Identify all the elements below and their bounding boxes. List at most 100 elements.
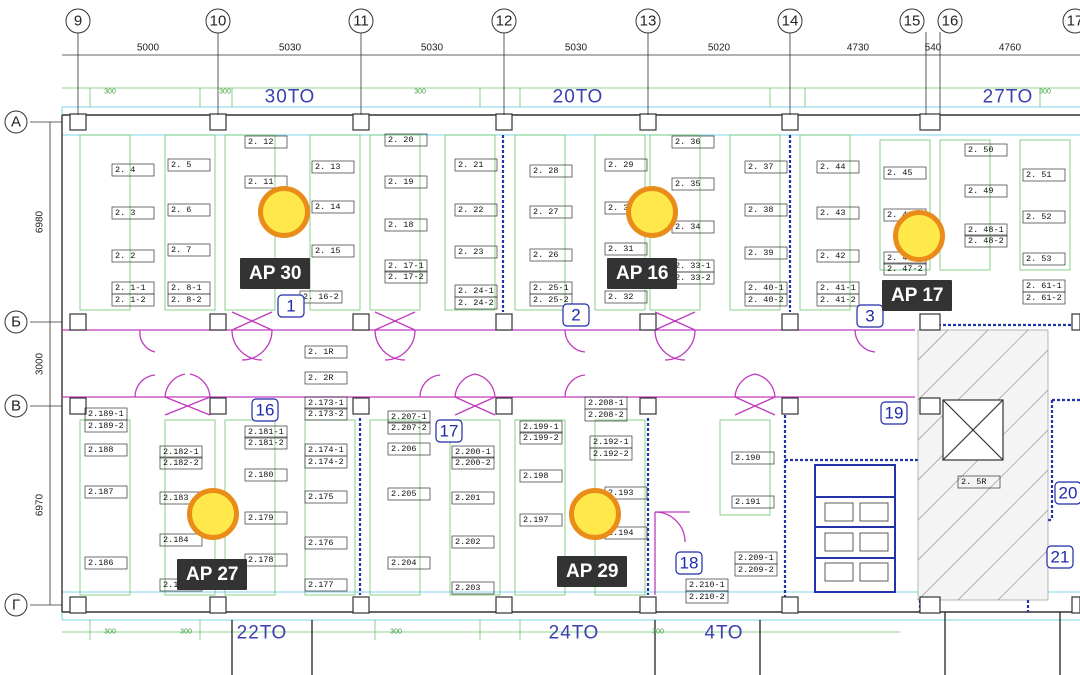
dimension-label: 6970 (35, 493, 46, 516)
offset-label: 300 (104, 629, 116, 636)
room-badge (435, 419, 463, 443)
port-box (731, 495, 775, 509)
zone-label: 4ТО (704, 623, 743, 644)
room-badge (856, 304, 884, 328)
room-number: 2 (571, 306, 580, 325)
port-label: 2.200-2 (455, 458, 491, 468)
axis-top-label: 12 (496, 13, 513, 30)
port-label: 2.174-2 (308, 457, 344, 467)
access-point-marker[interactable] (569, 488, 621, 540)
port-box (311, 200, 355, 214)
port-box (387, 442, 431, 456)
port-box (167, 243, 211, 257)
port-box (167, 203, 211, 217)
port-label: 2. 27 (533, 207, 559, 217)
port-box (159, 445, 203, 459)
access-point-marker[interactable] (893, 210, 945, 262)
port-box (111, 163, 155, 177)
port-box (304, 371, 348, 385)
dimension-label: 5030 (421, 43, 444, 54)
port-label: 2.203 (455, 583, 481, 593)
port-label: 2. 51 (1026, 170, 1052, 180)
axis-top-label: 14 (782, 13, 799, 30)
port-label: 2.209-2 (738, 565, 774, 575)
port-label: 2. 37 (748, 162, 774, 172)
port-label: 2.190 (735, 453, 761, 463)
zone-label: 27ТО (983, 87, 1034, 108)
port-box (519, 431, 563, 445)
port-box (311, 160, 355, 174)
port-label: 2. 47-2 (887, 264, 923, 274)
room-badge (880, 401, 908, 425)
port-box (816, 249, 860, 263)
port-box (584, 408, 628, 422)
port-box (304, 578, 348, 592)
port-label: 2. 14 (315, 202, 341, 212)
offset-label: 300 (652, 629, 664, 636)
port-box (671, 135, 715, 149)
port-label: 2. 31 (608, 244, 634, 254)
port-label: 2. 19 (388, 177, 414, 187)
axis-left-label: В (11, 398, 21, 415)
zone-label: 20ТО (553, 87, 604, 108)
port-label: 2. 5R (961, 477, 987, 487)
port-box (744, 246, 788, 260)
room-number: 20 (1059, 484, 1078, 503)
dimension-label: 5000 (137, 43, 160, 54)
port-box (304, 490, 348, 504)
port-label: 2. 49 (968, 186, 994, 196)
zone-label: 30ТО (265, 87, 316, 108)
room-badge (277, 294, 305, 318)
access-point-marker[interactable] (258, 186, 310, 238)
axis-bubble (635, 8, 661, 34)
port-label: 2. 1-1 (115, 283, 146, 293)
port-box (304, 536, 348, 550)
port-box (604, 242, 648, 256)
port-box (744, 293, 788, 307)
room-number: 3 (865, 307, 874, 326)
port-box (244, 511, 288, 525)
port-box (384, 218, 428, 232)
port-label: 2.198 (523, 471, 549, 481)
port-label: 2. 40-2 (748, 295, 784, 305)
port-label: 2.208-2 (588, 410, 624, 420)
port-box (384, 259, 428, 273)
port-box (311, 244, 355, 258)
port-box (387, 410, 431, 424)
offset-label: 300 (180, 629, 192, 636)
port-label: 2.199-2 (523, 433, 559, 443)
port-box (244, 436, 288, 450)
port-label: 2. 40-1 (748, 283, 784, 293)
port-label: 2.197 (523, 515, 549, 525)
port-labels-group: 2. 42. 32. 22. 1-12. 1-22. 52. 62. 72. 8… (84, 133, 1066, 604)
port-box (883, 166, 927, 180)
port-label: 2.183 (163, 493, 189, 503)
port-box (964, 143, 1008, 157)
access-point-marker[interactable] (626, 186, 678, 238)
port-box (84, 443, 128, 457)
port-label: 2.177 (308, 580, 334, 590)
port-label: 2. 26 (533, 250, 559, 260)
port-box (519, 420, 563, 434)
dimension-label: 5030 (565, 43, 588, 54)
port-box (604, 158, 648, 172)
port-box (304, 407, 348, 421)
port-label: 2. 22 (458, 205, 484, 215)
port-box (454, 203, 498, 217)
port-label: 2.176 (308, 538, 334, 548)
port-label: 2.182-2 (163, 458, 199, 468)
port-box (451, 491, 495, 505)
port-box (734, 563, 778, 577)
room-number: 19 (885, 404, 904, 423)
port-label: 2. 52 (1026, 212, 1052, 222)
port-label: 2.205 (391, 489, 417, 499)
axis-left-label: Б (11, 314, 21, 331)
offset-label: 300 (219, 89, 231, 96)
port-box (167, 158, 211, 172)
port-box (244, 425, 288, 439)
port-label: 2.173-2 (308, 409, 344, 419)
access-point-marker[interactable] (187, 488, 239, 540)
port-box (744, 160, 788, 174)
